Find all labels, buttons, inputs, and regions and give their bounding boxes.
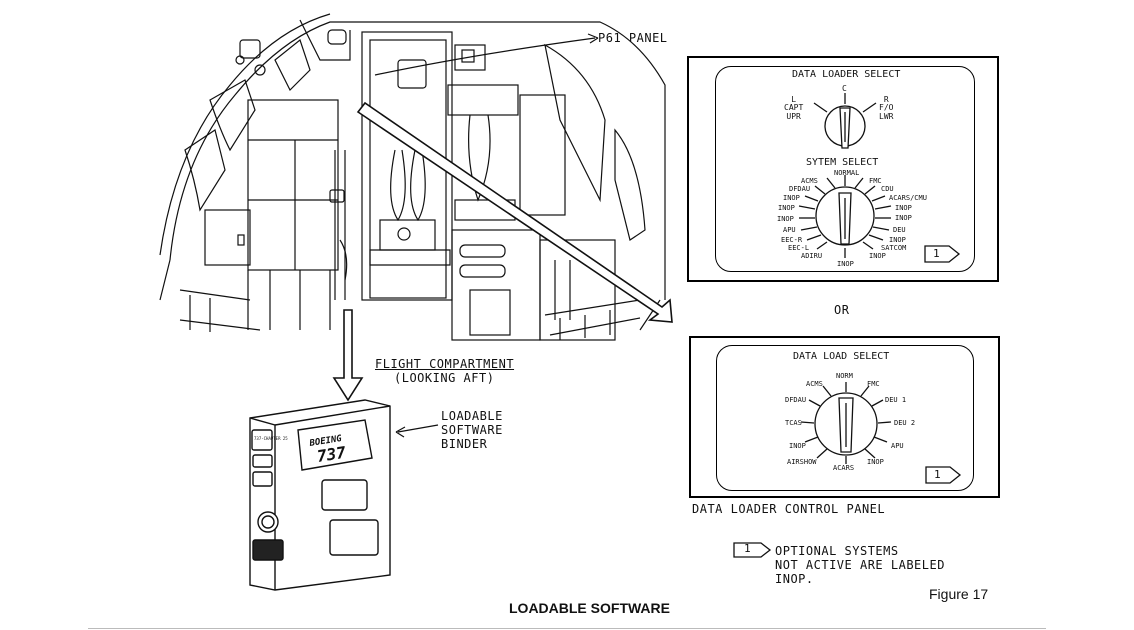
panel1-title: DATA LOADER SELECT: [792, 69, 901, 80]
panel2-right-4: INOP: [867, 458, 884, 466]
panel2-dial: [800, 382, 962, 484]
flight-compartment-label: FLIGHT COMPARTMENT: [375, 357, 515, 371]
panel1-left-4: INOP: [777, 215, 794, 223]
panel1-left-2: INOP: [783, 194, 800, 202]
panel1-left-3: INOP: [778, 204, 795, 212]
panel-faceplate: [715, 66, 975, 272]
panel1-knob-center: C: [842, 84, 847, 93]
binder-label-line3: BINDER: [441, 437, 488, 451]
p61-panel-label: P61 PANEL: [598, 31, 668, 45]
panel2-position-bottom: ACARS: [833, 464, 855, 472]
panel1-right-8: INOP: [869, 252, 886, 260]
or-label: OR: [834, 303, 850, 317]
panel1-left-8: ADIRU: [801, 252, 823, 260]
panel1-right-6: INOP: [889, 236, 906, 244]
panel2-badge: 1: [934, 468, 941, 481]
panel1-knob-right: R F/O LWR: [879, 95, 894, 121]
panel2-right-0: FMC: [867, 380, 880, 388]
panel1-left-0: ACMS: [801, 177, 818, 185]
panel1-left-5: APU: [783, 226, 796, 234]
data-loader-select-panel: DATA LOADER SELECT C L CAPT UPR R F/O LW…: [687, 56, 999, 282]
panel2-left-4: AIRSHOW: [787, 458, 817, 466]
panel1-right-0: FMC: [869, 177, 882, 185]
panel2-left-1: DFDAU: [785, 396, 807, 404]
panel1-left-1: DFDAU: [789, 185, 811, 193]
note-badge-shape: [733, 542, 772, 558]
note-badge-number: 1: [744, 542, 751, 555]
binder-label-line1: LOADABLE: [441, 409, 503, 423]
binder-model: 737: [316, 443, 348, 466]
panel1-knob-left: L CAPT UPR: [784, 95, 804, 121]
binder-label-line2: SOFTWARE: [441, 423, 503, 437]
panel1-left-6: EEC-R: [781, 236, 803, 244]
panel1-dials: [798, 93, 961, 263]
control-panel-label: DATA LOADER CONTROL PANEL: [692, 502, 886, 516]
panel1-right-4: INOP: [895, 214, 912, 222]
panel2-title: DATA LOAD SELECT: [793, 351, 890, 362]
note-line2: NOT ACTIVE ARE LABELED: [775, 558, 945, 572]
figure-number: Figure 17: [929, 586, 989, 602]
panel2-position-top: NORM: [836, 372, 853, 380]
footer-rule: [88, 628, 1046, 629]
note-line3: INOP.: [775, 572, 814, 586]
note-line1: OPTIONAL SYSTEMS: [775, 544, 899, 558]
panel1-right-1: CDU: [881, 185, 894, 193]
panel1-right-5: DEU: [893, 226, 906, 234]
panel1-left-7: EEC-L: [788, 244, 810, 252]
looking-aft-label: (LOOKING AFT): [394, 371, 495, 385]
panel2-faceplate: [716, 345, 974, 491]
data-load-select-panel: DATA LOAD SELECT NORM ACMS DFDAU TCAS IN…: [689, 336, 1000, 498]
panel2-left-0: ACMS: [806, 380, 823, 388]
panel1-position-top: NORMAL: [834, 169, 860, 177]
binder-illustration: [249, 399, 391, 591]
panel2-right-1: DEU 1: [885, 396, 907, 404]
panel1-system-title: SYTEM SELECT: [806, 157, 879, 168]
panel1-right-3: INOP: [895, 204, 912, 212]
panel1-right-7: SATCOM: [881, 244, 907, 252]
panel2-left-2: TCAS: [785, 419, 802, 427]
panel1-right-2: ACARS/CMU: [889, 194, 927, 202]
figure-title: LOADABLE SOFTWARE: [509, 600, 670, 616]
binder-tag: 737-CHAPTER 25: [254, 436, 288, 441]
panel1-badge: 1: [933, 247, 940, 260]
panel1-position-bottom: INOP: [837, 260, 854, 268]
panel2-left-3: INOP: [789, 442, 806, 450]
panel2-right-3: APU: [891, 442, 904, 450]
panel2-right-2: DEU 2: [894, 419, 916, 427]
